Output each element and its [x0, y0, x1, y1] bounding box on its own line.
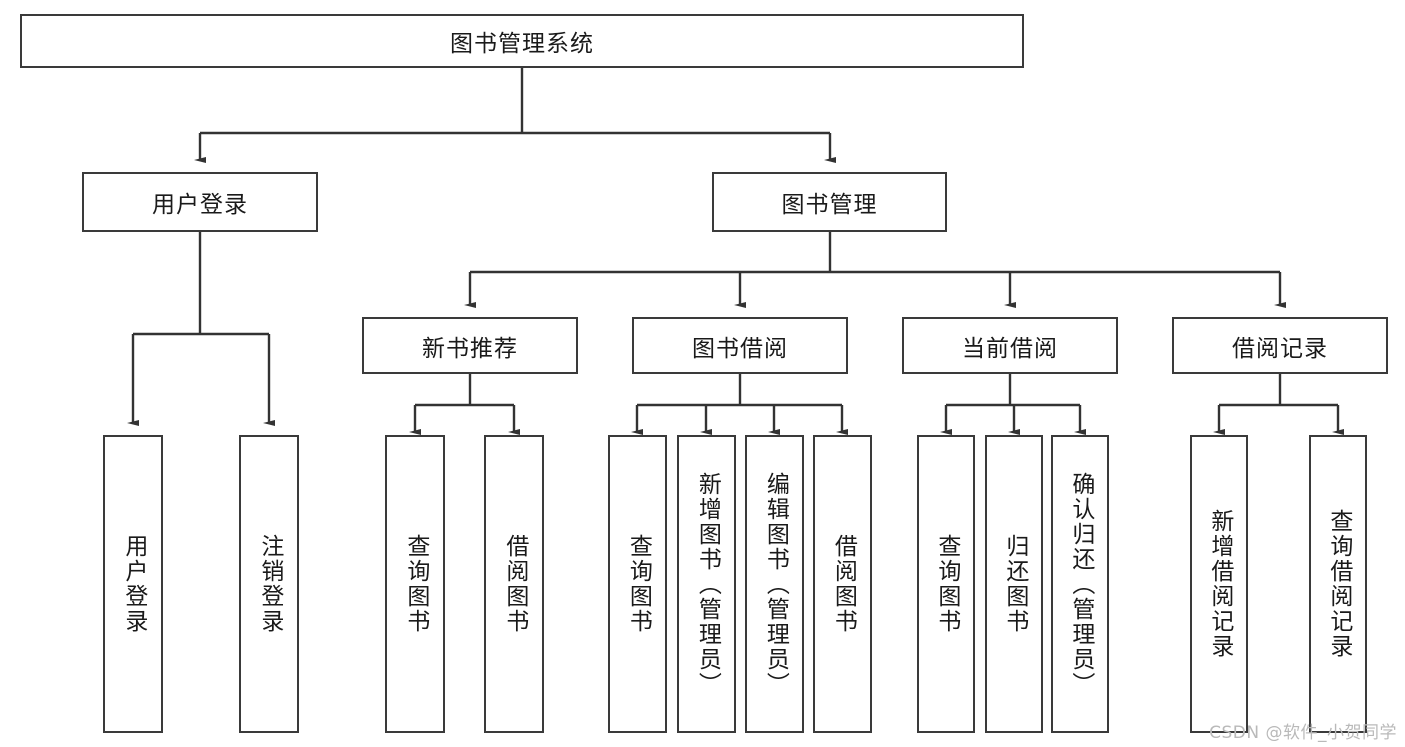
node-root-book-management-system[interactable]: 图书管理系统: [20, 14, 1024, 68]
node-new-book-recommend[interactable]: 新书推荐: [362, 317, 578, 374]
node-user-login[interactable]: 用户登录: [82, 172, 318, 232]
node-label: 新增图书（管理员）: [694, 471, 721, 697]
node-leaf-add-book-admin[interactable]: 新增图书（管理员）: [677, 435, 736, 733]
node-label: 归还图书: [1001, 534, 1028, 634]
node-label: 用户登录: [120, 534, 147, 634]
node-label: 借阅记录: [1232, 335, 1328, 362]
node-label: 图书管理系统: [450, 31, 594, 57]
node-leaf-confirm-return-admin[interactable]: 确认归还（管理员）: [1051, 435, 1109, 733]
node-leaf-borrow-book-new-rec[interactable]: 借阅图书: [484, 435, 544, 733]
node-label: 注销登录: [256, 534, 283, 634]
node-label: 图书管理: [781, 192, 878, 218]
node-label: 确认归还（管理员）: [1067, 471, 1094, 697]
node-label: 借阅图书: [501, 534, 528, 634]
node-label: 图书借阅: [692, 335, 788, 362]
node-label: 当前借阅: [962, 335, 1058, 362]
node-leaf-logout[interactable]: 注销登录: [239, 435, 299, 733]
node-leaf-user-login[interactable]: 用户登录: [103, 435, 163, 733]
node-leaf-query-book-current[interactable]: 查询图书: [917, 435, 975, 733]
node-label: 编辑图书（管理员）: [762, 471, 789, 697]
node-leaf-borrow-book[interactable]: 借阅图书: [813, 435, 872, 733]
node-label: 新书推荐: [422, 335, 518, 362]
node-label: 新增借阅记录: [1206, 509, 1233, 659]
watermark-text: CSDN @软件_小贺同学: [1209, 723, 1397, 743]
node-label: 用户登录: [152, 192, 248, 218]
node-leaf-return-book[interactable]: 归还图书: [985, 435, 1043, 733]
node-leaf-query-borrow-record[interactable]: 查询借阅记录: [1309, 435, 1367, 733]
node-leaf-query-book-new-rec[interactable]: 查询图书: [385, 435, 445, 733]
node-current-borrow[interactable]: 当前借阅: [902, 317, 1118, 374]
node-leaf-add-borrow-record[interactable]: 新增借阅记录: [1190, 435, 1248, 733]
node-label: 查询借阅记录: [1325, 509, 1352, 659]
node-label: 查询图书: [625, 534, 652, 634]
node-label: 查询图书: [933, 534, 960, 634]
node-leaf-query-book-borrow[interactable]: 查询图书: [608, 435, 667, 733]
node-label: 借阅图书: [830, 534, 857, 634]
node-book-borrow[interactable]: 图书借阅: [632, 317, 848, 374]
node-book-management[interactable]: 图书管理: [712, 172, 947, 232]
node-label: 查询图书: [402, 534, 429, 634]
node-borrow-record[interactable]: 借阅记录: [1172, 317, 1388, 374]
node-leaf-edit-book-admin[interactable]: 编辑图书（管理员）: [745, 435, 804, 733]
